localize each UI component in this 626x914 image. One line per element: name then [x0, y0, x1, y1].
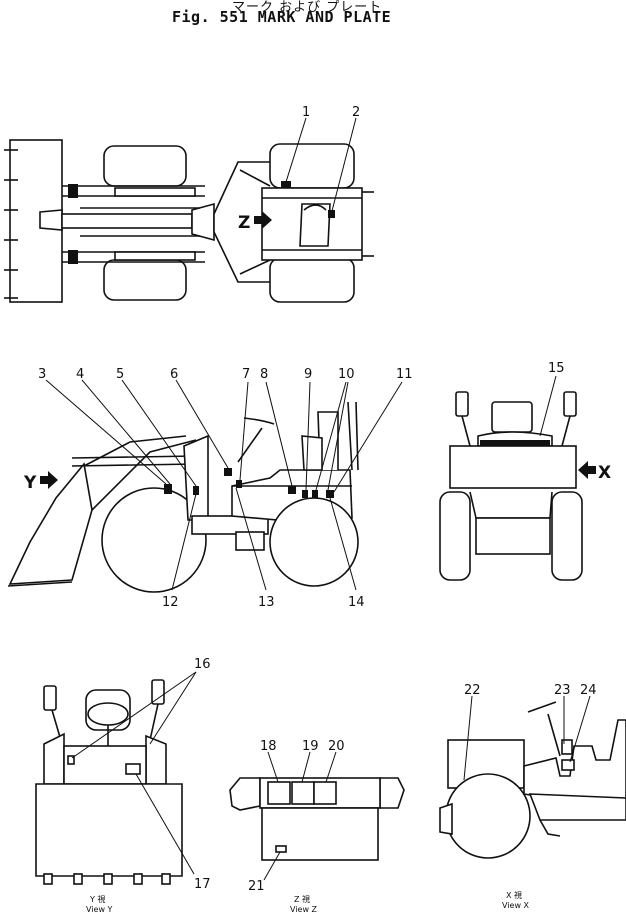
callout-21: 21 [248, 879, 265, 894]
bucket-front [35, 783, 183, 877]
plate-19 [291, 781, 315, 805]
callout-9: 9 [304, 367, 312, 382]
bucket-side [8, 462, 93, 585]
view-x-rear: X [439, 375, 611, 581]
plate-1-top [281, 181, 291, 188]
plate-18 [267, 781, 291, 805]
arrow-left-icon [578, 461, 596, 479]
callout-7: 7 [242, 367, 250, 382]
callout-16: 16 [194, 657, 211, 672]
view-x-label: View X [502, 901, 530, 910]
view-z-panel [229, 751, 405, 881]
view-labels: Y 視 View Y Z 視 View Z X 視 View X [86, 891, 530, 914]
view-y-marker-label: Y [23, 473, 37, 493]
view-x-marker-label: X [598, 463, 611, 483]
steering-wheel [87, 702, 129, 726]
seat-back [491, 401, 533, 433]
view-z-marker-label: Z [238, 213, 250, 233]
side-view: Y [7, 379, 403, 593]
front-tire-left [103, 145, 187, 187]
callout-2: 2 [352, 105, 360, 120]
callout-labels: 1 2 3 4 5 6 7 8 9 10 11 12 13 14 15 16 1… [38, 105, 597, 894]
callout-4: 4 [76, 367, 84, 382]
callout-20: 20 [328, 739, 345, 754]
view-x-detail [439, 695, 626, 859]
callout-6: 6 [170, 367, 178, 382]
callout-15: 15 [548, 361, 565, 376]
callout-1: 1 [302, 105, 310, 120]
arrow-right-icon [40, 471, 58, 489]
figure-title: Fig. 551 MARK AND PLATE [172, 8, 392, 26]
view-x-label-jp: X 視 [506, 891, 522, 900]
rear-body-x [449, 445, 577, 489]
callout-19: 19 [302, 739, 319, 754]
callout-10: 10 [338, 367, 355, 382]
front-tire-right [103, 259, 187, 301]
rear-wheel-side [269, 497, 359, 587]
front-wheel-side [101, 487, 207, 593]
view-z-label: View Z [290, 905, 318, 914]
seat [299, 203, 331, 247]
plate-21 [275, 845, 287, 853]
view-y-label-jp: Y 視 [89, 895, 105, 904]
callout-3: 3 [38, 367, 46, 382]
plate-17 [125, 763, 141, 775]
callout-13: 13 [258, 595, 275, 610]
callout-8: 8 [260, 367, 268, 382]
callout-5: 5 [116, 367, 124, 382]
plate-2-top [328, 210, 335, 218]
callout-14: 14 [348, 595, 365, 610]
plate-20 [313, 781, 337, 805]
callout-24: 24 [580, 683, 597, 698]
rear-tire-right [269, 257, 355, 303]
title-japanese: マーク および プレート [232, 0, 383, 15]
arrow-right-icon [254, 211, 272, 229]
view-z-label-jp: Z 視 [294, 895, 310, 904]
view-y-label: View Y [86, 905, 113, 914]
callout-18: 18 [260, 739, 277, 754]
view-y-front [35, 671, 197, 885]
rear-tire-left-x [439, 491, 471, 581]
callout-17: 17 [194, 877, 211, 892]
callout-11: 11 [396, 367, 413, 382]
callout-12: 12 [162, 595, 179, 610]
rear-wheel-x [445, 773, 531, 859]
callout-23: 23 [554, 683, 571, 698]
top-view: Z [4, 117, 374, 303]
callout-22: 22 [464, 683, 481, 698]
rear-tire-right-x [551, 491, 583, 581]
